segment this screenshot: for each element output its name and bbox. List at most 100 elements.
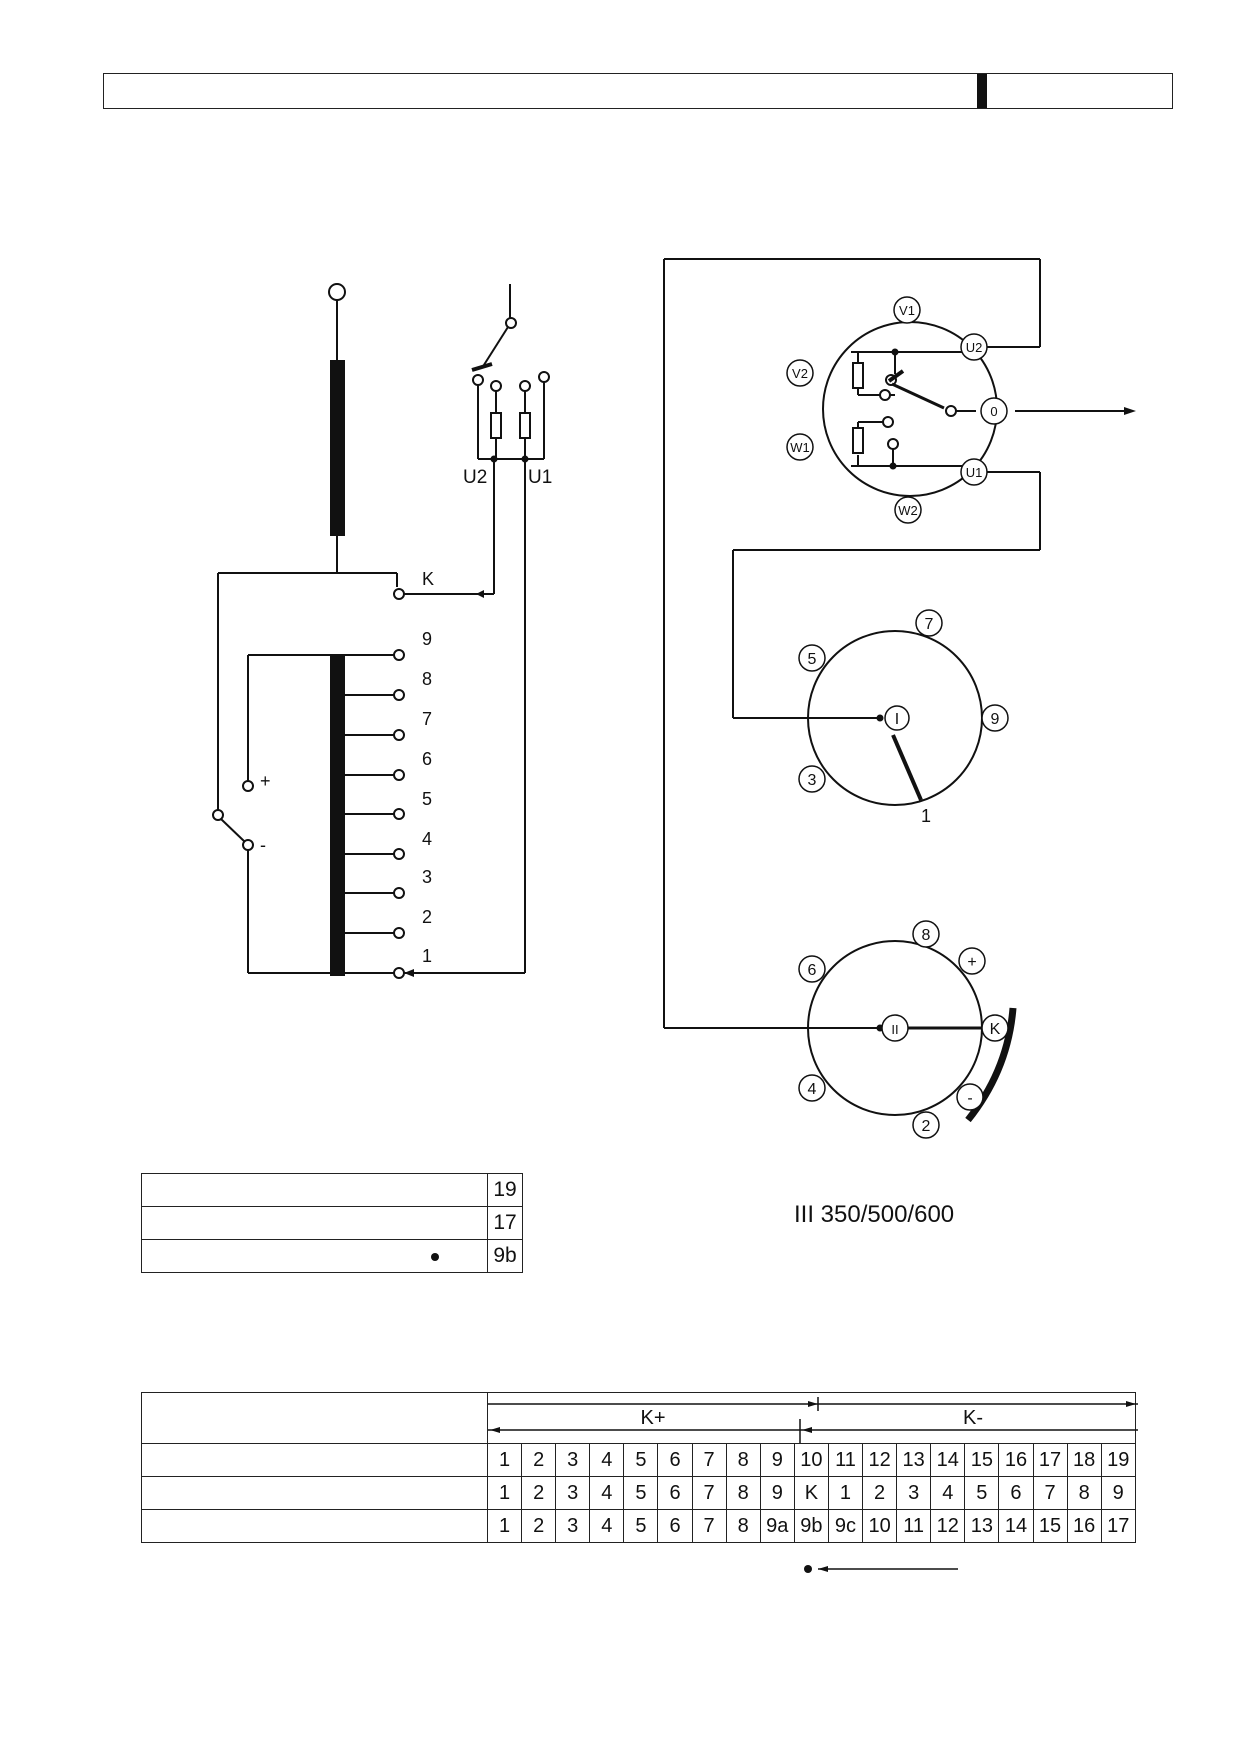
range-k-minus-label: K- — [963, 1407, 983, 1429]
table-cell: 15 — [1032, 1509, 1068, 1543]
table-cell: 17 — [1032, 1443, 1068, 1477]
table-cell: 7 — [691, 1476, 727, 1510]
terminal-label: U2 — [966, 340, 983, 355]
table-cell: 4 — [930, 1476, 966, 1510]
tap-label: 5 — [422, 789, 432, 809]
tap-label: 9 — [422, 629, 432, 649]
table-cell: K — [793, 1476, 829, 1510]
terminal-label: 5 — [808, 651, 817, 668]
table-cell: 5 — [623, 1509, 659, 1543]
polarity-plus-label: + — [260, 771, 271, 791]
table-cell: 3 — [896, 1476, 932, 1510]
table-cell: 16 — [1066, 1509, 1102, 1543]
table-cell: 6 — [998, 1476, 1034, 1510]
table-cell: 7 — [691, 1443, 727, 1477]
table-cell: 12 — [862, 1443, 898, 1477]
table-row: 19 — [141, 1173, 523, 1207]
table-row: 17 — [141, 1206, 523, 1240]
table-cell: 19 — [1100, 1443, 1136, 1477]
terminal-label: - — [967, 1090, 972, 1107]
model-label: III 350/500/600 — [794, 1201, 955, 1228]
table-cell: 14 — [998, 1509, 1034, 1543]
table-cell: 4 — [589, 1443, 625, 1477]
selector-center-label: I — [895, 711, 899, 728]
table-cell: 2 — [862, 1476, 898, 1510]
terminal-label: + — [967, 954, 976, 971]
terminal-label: K — [990, 1021, 1001, 1038]
table-cell: 5 — [623, 1443, 659, 1477]
table-cell: 8 — [725, 1509, 761, 1543]
table-cell: 9 — [759, 1443, 795, 1477]
terminal-k-label: K — [422, 569, 434, 589]
table-cell: 6 — [657, 1476, 693, 1510]
table-cell: 10 — [793, 1443, 829, 1477]
terminal-label: 7 — [925, 616, 934, 633]
table-cell: 11 — [827, 1443, 864, 1477]
table-cell: 8 — [1066, 1476, 1102, 1510]
table-row: K+ K- — [141, 1392, 1138, 1444]
table-cell: 1 — [486, 1476, 523, 1510]
range-k-plus-label: K+ — [640, 1407, 665, 1429]
table-cell — [141, 1443, 488, 1477]
table-cell: 6 — [657, 1443, 693, 1477]
table-cell: 9c — [827, 1509, 864, 1543]
table-cell: 1 — [486, 1509, 523, 1543]
table-cell — [141, 1392, 488, 1444]
table-cell — [141, 1509, 488, 1543]
table-cell: 4 — [589, 1476, 625, 1510]
table-cell: 1 — [486, 1443, 523, 1477]
table-cell: 15 — [964, 1443, 1000, 1477]
range-arrows: K+ K- — [488, 1397, 1138, 1443]
table-cell: 16 — [998, 1443, 1034, 1477]
table-cell: 5 — [623, 1476, 659, 1510]
marker-dot — [431, 1253, 439, 1261]
terminal-label: V1 — [899, 303, 915, 318]
header-marker — [977, 74, 987, 108]
header-bar — [103, 73, 1173, 109]
ratings-table: 19 17 9b — [141, 1173, 523, 1273]
table-cell: 4 — [589, 1509, 625, 1543]
table-cell: 8 — [725, 1443, 761, 1477]
tap-label: 7 — [422, 709, 432, 729]
table-cell: 12 — [930, 1509, 966, 1543]
table-cell: 2 — [521, 1443, 557, 1477]
table-cell: 5 — [964, 1476, 1000, 1510]
terminal-label: 0 — [990, 404, 997, 419]
terminal-label: V2 — [792, 366, 808, 381]
table-cell — [141, 1206, 488, 1240]
table-cell: 18 — [1066, 1443, 1102, 1477]
terminal-label: 9 — [991, 711, 1000, 728]
table-cell: 13 — [896, 1443, 932, 1477]
terminal-label: 4 — [808, 1081, 817, 1098]
table-cell: 9 — [1100, 1476, 1136, 1510]
table-cell — [141, 1239, 488, 1273]
table-cell — [141, 1476, 488, 1510]
u2-label: U2 — [463, 467, 487, 488]
selector-center-label: II — [891, 1022, 898, 1037]
terminal-label: W1 — [790, 440, 810, 455]
table-cell: 11 — [896, 1509, 932, 1543]
tap-label: 1 — [422, 946, 432, 966]
table-cell: 7 — [691, 1509, 727, 1543]
table-cell: 9a — [759, 1509, 795, 1543]
polarity-minus-label: - — [260, 835, 266, 855]
tap-label: 4 — [422, 829, 432, 849]
table-cell: 17 — [1100, 1509, 1136, 1543]
table-cell: 3 — [555, 1443, 591, 1477]
tap-label: 6 — [422, 749, 432, 769]
terminal-label: 6 — [808, 962, 817, 979]
table-cell: 14 — [930, 1443, 966, 1477]
tap-label: 3 — [422, 867, 432, 887]
table-cell: 9b — [487, 1239, 523, 1273]
terminal-label: U1 — [966, 465, 983, 480]
tap-label: 2 — [422, 907, 432, 927]
terminal-label: 2 — [922, 1118, 931, 1135]
table-cell: 2 — [521, 1509, 557, 1543]
table-cell: 19 — [487, 1173, 523, 1207]
table-cell: 9b — [793, 1509, 829, 1543]
tap-label: 8 — [422, 669, 432, 689]
